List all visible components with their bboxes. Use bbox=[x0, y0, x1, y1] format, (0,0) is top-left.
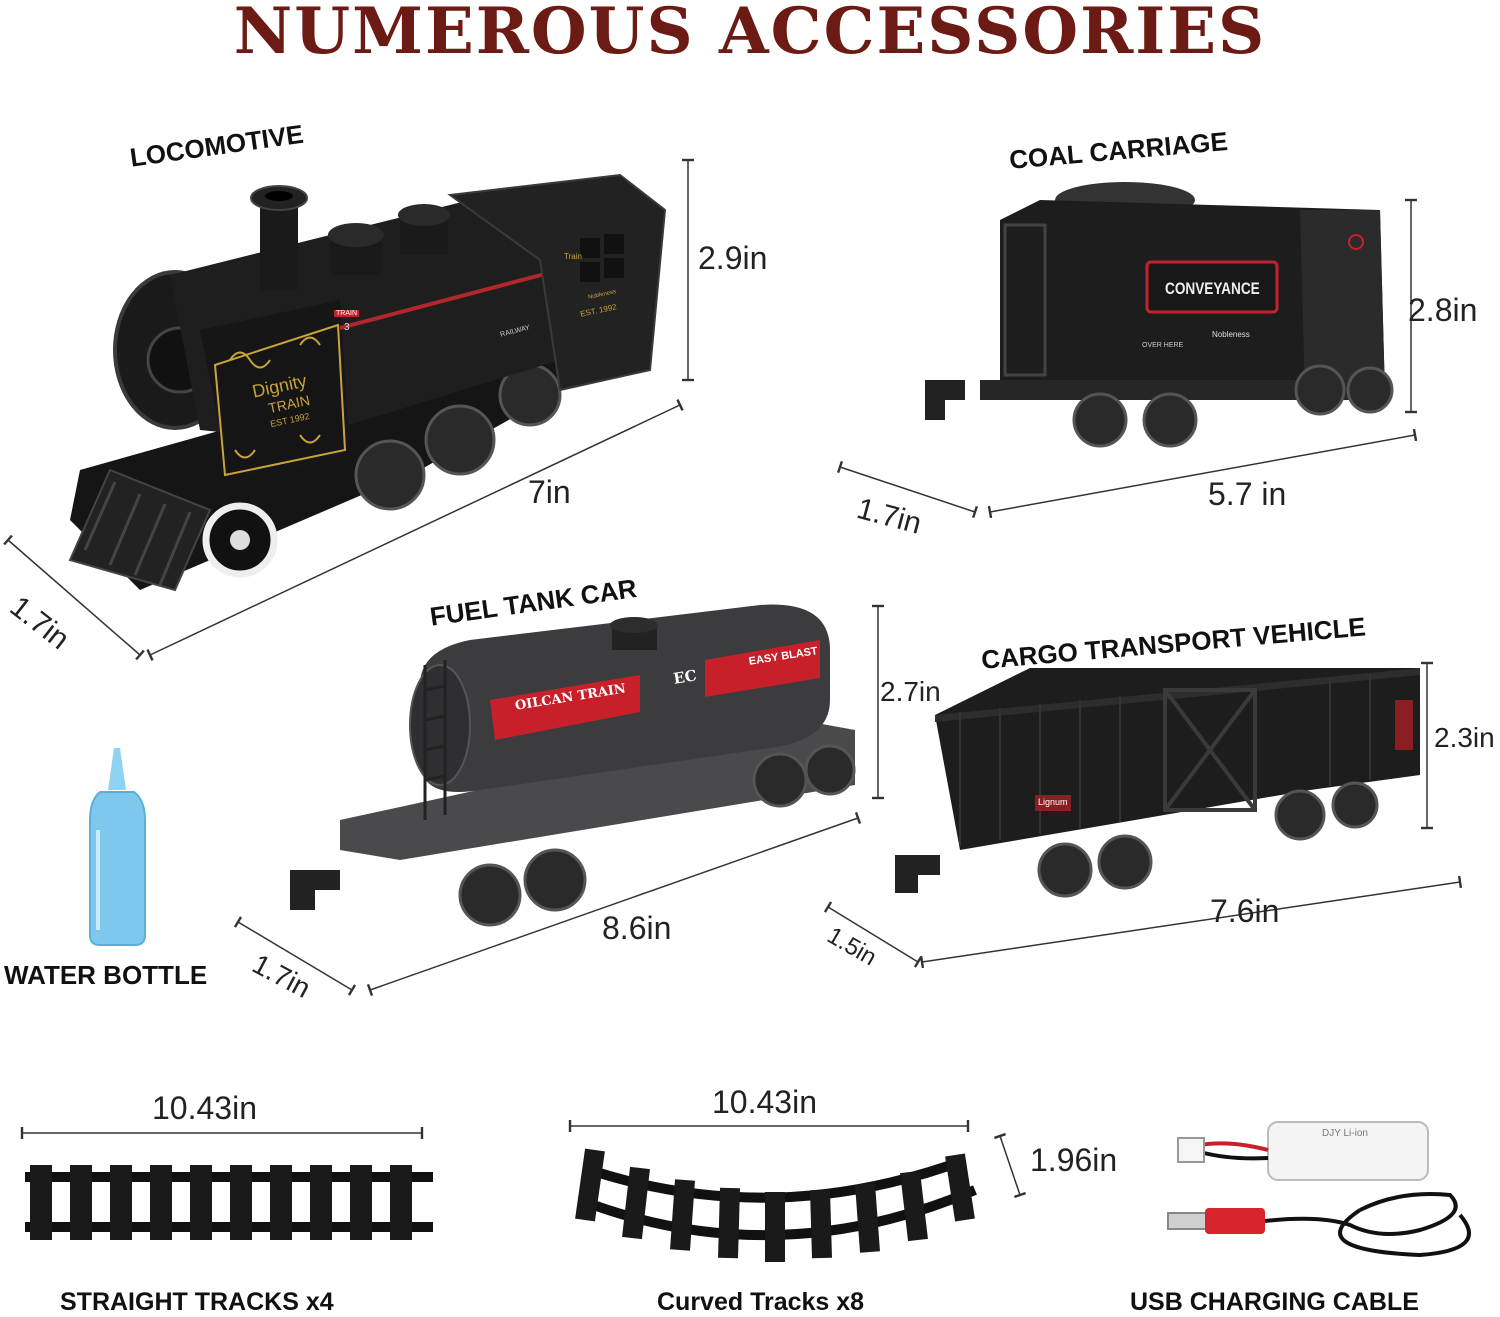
curved-tracks-label: Curved Tracks x8 bbox=[657, 1288, 865, 1316]
loco-mark-cab: Train bbox=[564, 252, 582, 261]
coal-carriage-height: 2.8in bbox=[1408, 292, 1478, 328]
straight-tracks-label: STRAIGHT TRACKS x4 bbox=[60, 1288, 334, 1316]
coal-mark-brand: CONVEYANCE bbox=[1165, 279, 1260, 298]
cargo-vehicle-length: 7.6in bbox=[1210, 893, 1280, 929]
fuel-tank-car-height: 2.7in bbox=[880, 676, 941, 707]
coal-mark-small: OVER HERE bbox=[1142, 342, 1184, 349]
tank-mark-mid: EC bbox=[672, 666, 698, 688]
page-title: NUMEROUS ACCESSORIES bbox=[233, 0, 1267, 69]
locomotive-height: 2.9in bbox=[698, 240, 768, 276]
fuel-tank-car-length: 8.6in bbox=[602, 910, 672, 946]
water-bottle-image bbox=[89, 748, 146, 946]
loco-mark-number: 3 bbox=[344, 322, 350, 333]
coal-mark-sub: Nobleness bbox=[1212, 330, 1250, 339]
coal-carriage-length: 5.7 in bbox=[1208, 476, 1287, 512]
curved-track-image bbox=[575, 1148, 977, 1262]
coal-carriage-image bbox=[925, 182, 1394, 448]
curved-track-length: 10.43in bbox=[712, 1084, 817, 1120]
usb-cable-image bbox=[1167, 1121, 1471, 1258]
battery-label: DJY Li-ion bbox=[1322, 1128, 1368, 1139]
locomotive-length: 7in bbox=[528, 474, 571, 510]
straight-track-length: 10.43in bbox=[152, 1090, 257, 1126]
usb-cable-label: USB CHARGING CABLE bbox=[1130, 1288, 1419, 1316]
cargo-vehicle-height: 2.3in bbox=[1434, 722, 1495, 753]
loco-mark-tag: TRAIN bbox=[334, 310, 359, 317]
dimension-lines bbox=[3, 158, 1463, 1199]
water-bottle-label: WATER BOTTLE bbox=[4, 960, 208, 990]
cargo-mark-plate: Lignum bbox=[1038, 797, 1068, 807]
straight-track-image bbox=[25, 1165, 433, 1240]
curved-track-height: 1.96in bbox=[1030, 1142, 1118, 1178]
locomotive-image bbox=[68, 173, 667, 592]
cargo-vehicle-image bbox=[895, 668, 1420, 898]
